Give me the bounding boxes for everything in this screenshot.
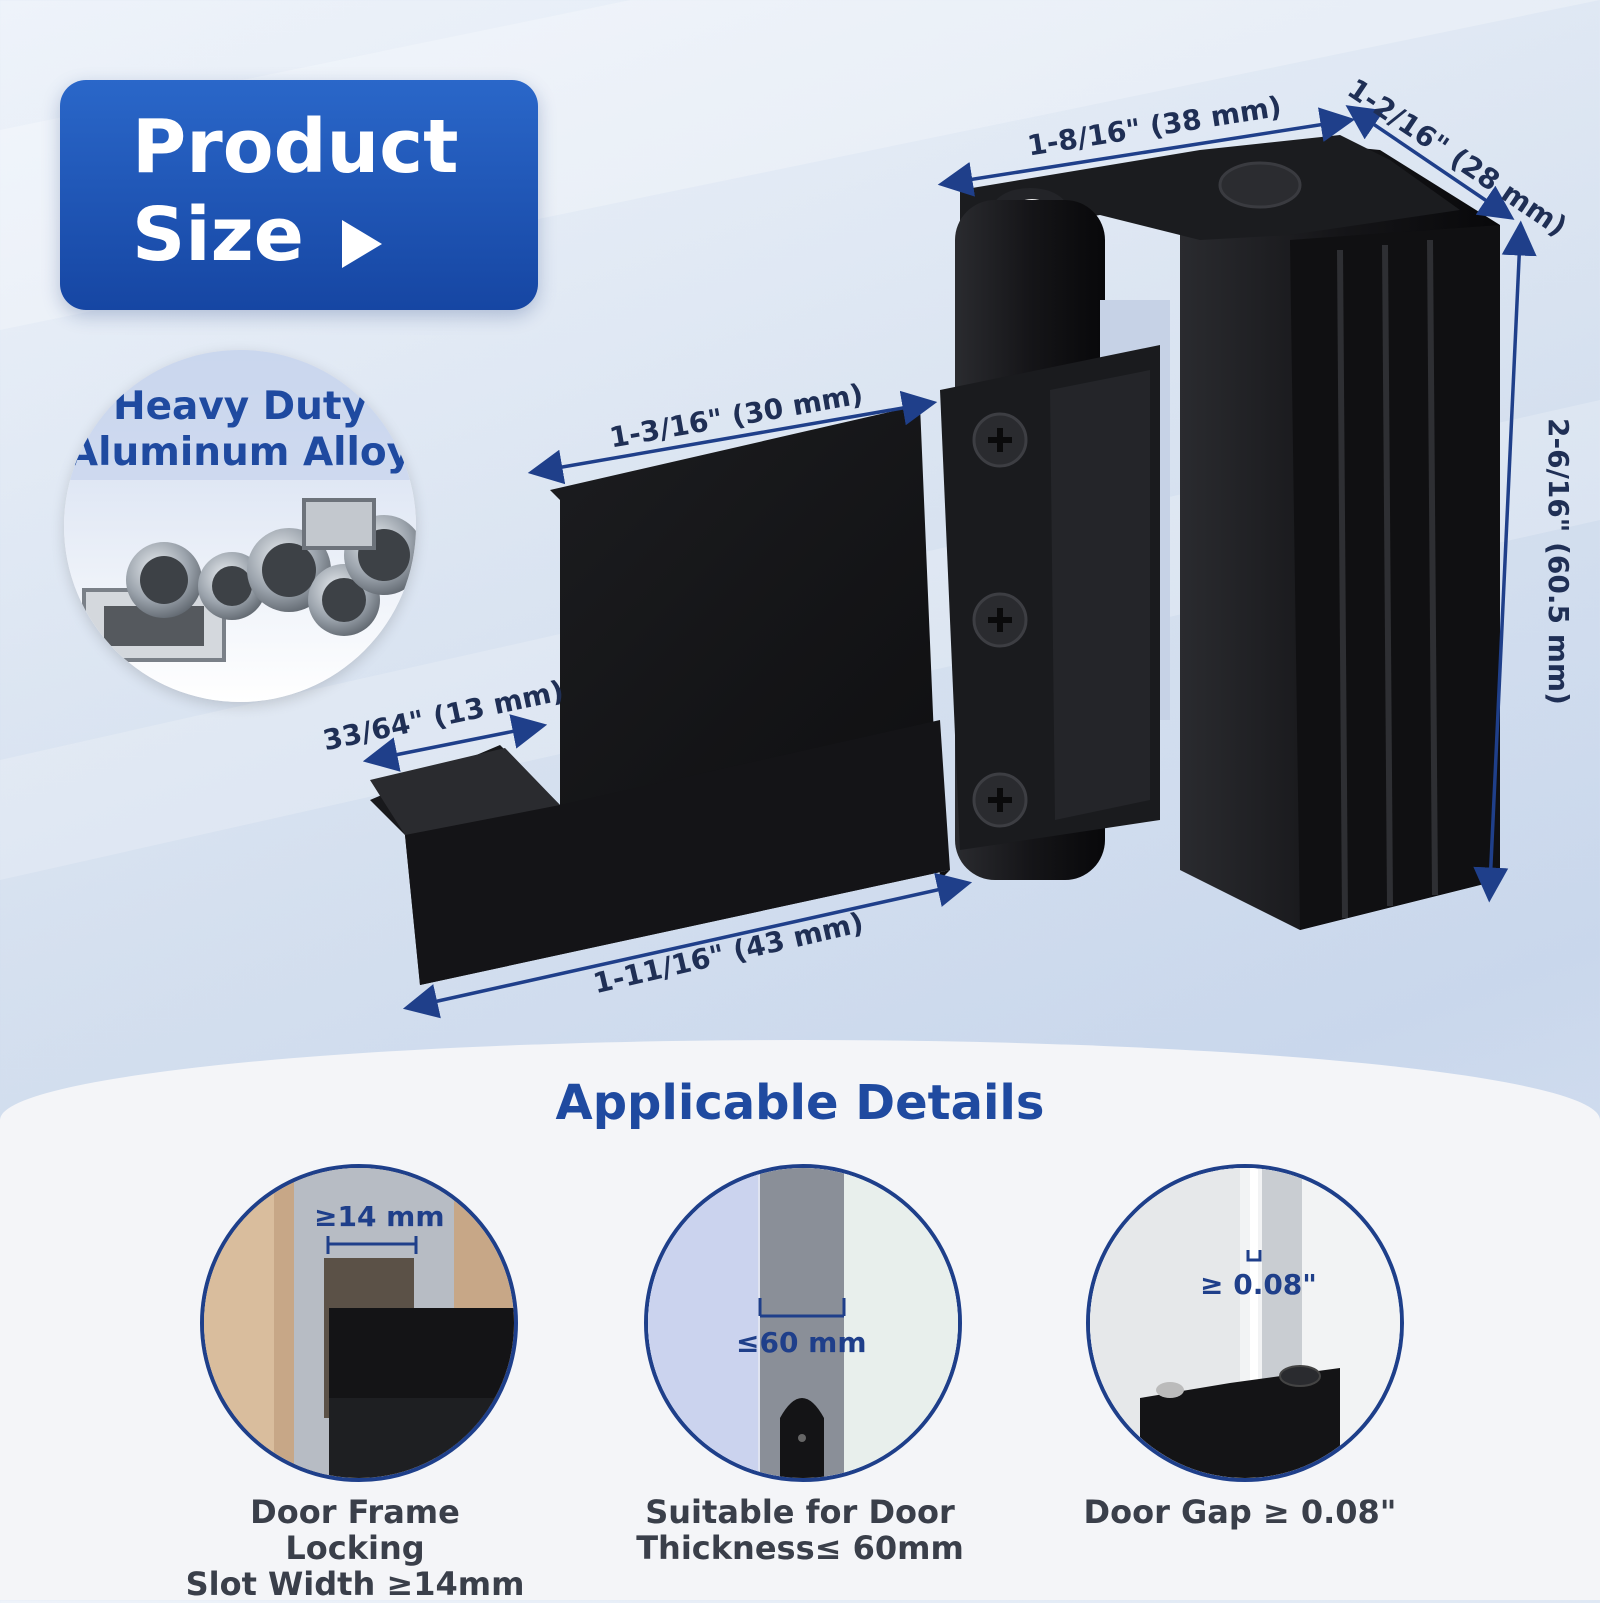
- detail-circle-slot-width: ≥14 mm: [200, 1164, 518, 1482]
- product-size-badge: Product Size: [60, 80, 538, 310]
- detail-caption-door-thickness: Suitable for Door Thickness≤ 60mm: [620, 1494, 980, 1566]
- applicable-details-title: Applicable Details: [555, 1075, 1045, 1131]
- badge-title-line2: Size: [132, 192, 304, 278]
- material-circle: Heavy Duty Aluminum Alloy: [64, 350, 416, 702]
- detail-circle-door-thickness: ≤60 mm: [644, 1164, 962, 1482]
- dimension-height: 2-6/16" (60.5 mm): [1542, 418, 1575, 705]
- door-thickness-label: ≤60 mm: [736, 1326, 867, 1359]
- door-thickness-image: [648, 1168, 958, 1478]
- detail-circle-door-gap: ≥ 0.08": [1086, 1164, 1404, 1482]
- door-gap-image: [1090, 1168, 1400, 1478]
- caption-line2: Thickness≤ 60mm: [636, 1529, 964, 1567]
- material-title-line1: Heavy Duty: [112, 384, 368, 429]
- door-gap-label: ≥ 0.08": [1200, 1268, 1317, 1301]
- caption-line1: Suitable for Door: [645, 1493, 955, 1531]
- caption-line1: Door Gap ≥ 0.08": [1083, 1493, 1397, 1531]
- badge-title-line1: Product: [132, 104, 459, 190]
- aluminum-tubes-image: [64, 350, 416, 702]
- slot-width-label: ≥14 mm: [314, 1200, 445, 1233]
- slot-width-image: [204, 1168, 514, 1478]
- caption-line2: Slot Width ≥14mm: [185, 1565, 525, 1603]
- detail-caption-door-gap: Door Gap ≥ 0.08": [1060, 1494, 1420, 1530]
- detail-caption-slot-width: Door Frame Locking Slot Width ≥14mm: [180, 1494, 530, 1602]
- play-arrow-icon: [342, 220, 382, 268]
- door-lock-product-image: [370, 135, 1500, 985]
- caption-line1: Door Frame Locking: [250, 1493, 460, 1567]
- material-title-line2: Aluminum Alloy: [67, 430, 413, 475]
- dimension-arrows: [362, 105, 1537, 1019]
